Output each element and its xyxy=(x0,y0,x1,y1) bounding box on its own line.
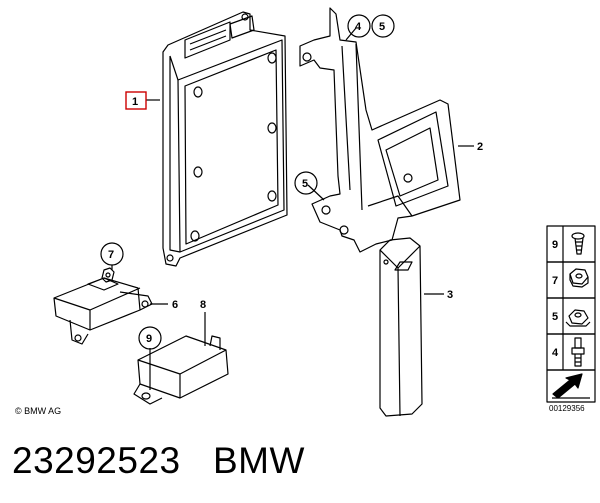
callout-2: 2 xyxy=(477,141,483,153)
callout-5-lower: 5 xyxy=(302,178,308,190)
legend-number: 5 xyxy=(552,311,558,323)
legend-number: 9 xyxy=(552,239,558,251)
copyright: © BMW AG xyxy=(15,406,62,416)
bracket-part-2 xyxy=(299,7,461,253)
diagram-number: 00129356 xyxy=(549,404,585,413)
module-part-6 xyxy=(53,277,153,345)
part-number: 23292523 xyxy=(12,440,181,481)
callout-5-top: 5 xyxy=(379,21,385,33)
screw-icon xyxy=(571,232,585,255)
callout-1: 1 xyxy=(132,96,138,108)
collar-nut-icon xyxy=(565,309,591,327)
sensor-part-8 xyxy=(133,335,229,405)
legend-number: 7 xyxy=(552,275,558,287)
callout-4: 4 xyxy=(355,21,362,33)
callout-7: 7 xyxy=(108,249,114,261)
leader-lines xyxy=(111,27,474,390)
hex-nut-part-7 xyxy=(101,267,115,283)
callout-3: 3 xyxy=(447,289,453,301)
footer-part-line: 23292523 BMW xyxy=(12,440,305,482)
control-unit-part-1 xyxy=(162,11,288,267)
callout-1-highlight xyxy=(125,91,147,110)
callout-9: 9 xyxy=(146,333,152,345)
hex-nut-icon xyxy=(569,268,589,288)
arrow-icon xyxy=(552,373,590,399)
hardware-legend xyxy=(546,225,596,403)
brand: BMW xyxy=(212,440,305,481)
callout-8: 8 xyxy=(200,299,206,311)
legend-number: 4 xyxy=(552,347,559,359)
callout-6: 6 xyxy=(172,299,178,311)
stud-bolt-icon xyxy=(571,337,585,367)
housing-part-3 xyxy=(379,237,423,417)
